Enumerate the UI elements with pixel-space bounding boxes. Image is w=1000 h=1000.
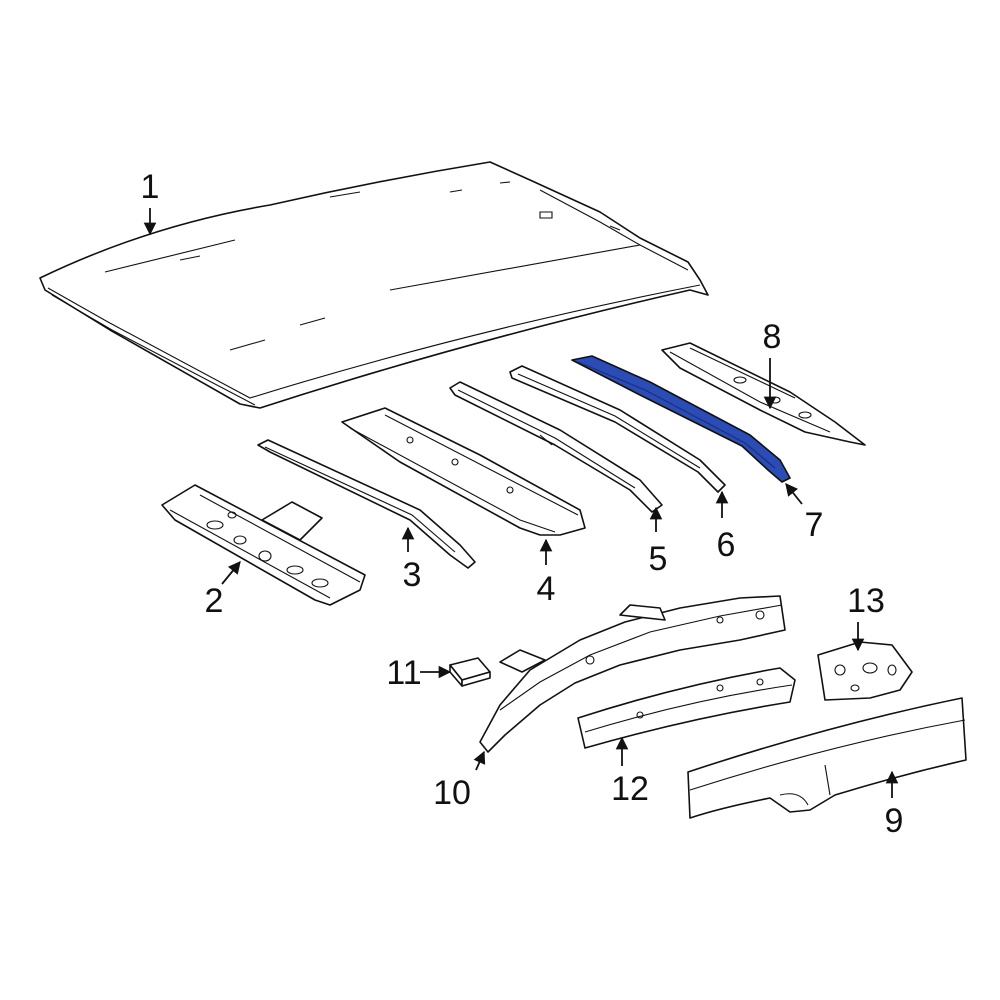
callout-2: 2 (205, 582, 224, 620)
callout-13: 13 (847, 582, 885, 620)
callout-labels: 1 2 3 4 5 6 7 8 9 10 11 12 13 (141, 168, 904, 840)
callout-8: 8 (763, 318, 782, 356)
callout-6: 6 (717, 526, 736, 564)
part-9-side-rail-outer[interactable] (687, 697, 967, 819)
part-12-reinforcement[interactable] (577, 667, 796, 749)
callout-12: 12 (611, 770, 649, 808)
part-1-roof-panel[interactable] (39, 161, 709, 409)
callout-3: 3 (403, 556, 422, 594)
callout-4: 4 (537, 570, 556, 608)
part-13-bracket[interactable] (817, 641, 913, 701)
part-6-roof-bow[interactable] (509, 365, 726, 493)
callout-11: 11 (386, 654, 421, 692)
callout-9: 9 (885, 802, 904, 840)
part-7-roof-bow-highlighted[interactable] (571, 355, 791, 483)
part-2-front-header[interactable] (161, 484, 366, 606)
part-11-pad[interactable] (449, 657, 491, 687)
part-8-rear-header[interactable] (661, 342, 866, 446)
leader-lines (143, 208, 899, 798)
callout-7: 7 (805, 506, 824, 544)
part-3-roof-bow[interactable] (257, 439, 476, 569)
callout-10: 10 (433, 774, 471, 812)
callout-5: 5 (649, 540, 668, 578)
callout-1: 1 (141, 168, 160, 206)
part-10-inner-rail[interactable] (479, 595, 786, 753)
part-4-roof-bow[interactable] (341, 407, 586, 536)
